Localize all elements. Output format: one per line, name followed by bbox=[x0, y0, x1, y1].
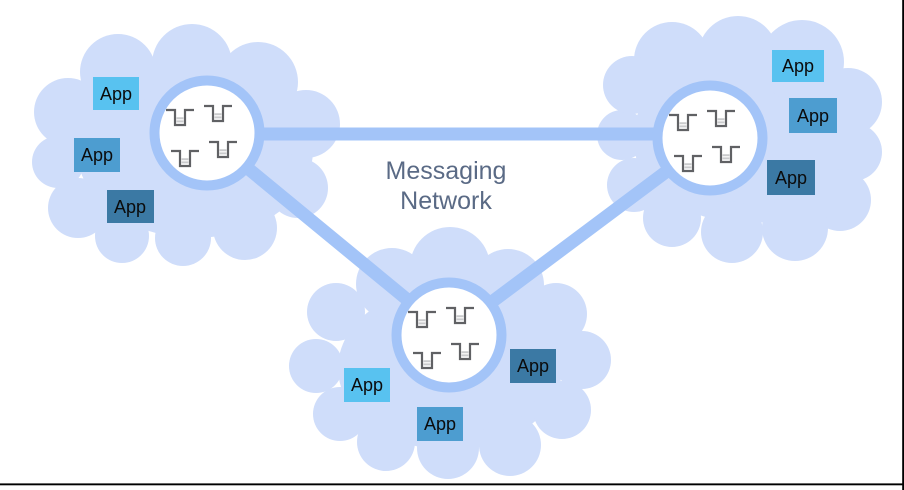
app-box: App bbox=[767, 160, 815, 195]
app-box: App bbox=[510, 349, 556, 383]
app-label: App bbox=[351, 375, 383, 395]
app-label: App bbox=[775, 168, 807, 188]
app-box-rect bbox=[767, 160, 815, 195]
broker-node-bottom bbox=[391, 277, 507, 393]
diagram-title-line1: Messaging bbox=[386, 157, 507, 185]
app-box: App bbox=[417, 407, 463, 441]
app-label: App bbox=[81, 145, 113, 165]
app-box-rect bbox=[510, 349, 556, 383]
app-box-rect bbox=[772, 50, 824, 82]
app-box-rect bbox=[344, 368, 390, 402]
right-border-line bbox=[902, 0, 904, 490]
app-box-rect bbox=[74, 138, 120, 172]
app-box: App bbox=[344, 368, 390, 402]
app-box: App bbox=[107, 190, 154, 223]
app-label: App bbox=[517, 356, 549, 376]
app-box: App bbox=[772, 50, 824, 82]
broker-node-right bbox=[652, 80, 768, 196]
app-box: App bbox=[93, 77, 139, 110]
app-label: App bbox=[100, 84, 132, 104]
bottom-border-line bbox=[0, 483, 904, 486]
app-label: App bbox=[782, 56, 814, 76]
app-box: App bbox=[789, 98, 837, 133]
diagram-title: Messaging Network bbox=[386, 157, 507, 215]
app-label: App bbox=[797, 106, 829, 126]
app-box-rect bbox=[789, 98, 837, 133]
app-box-rect bbox=[93, 77, 139, 110]
diagram-title-line2: Network bbox=[400, 187, 492, 215]
bottom-margin-strip bbox=[0, 485, 904, 490]
app-box-rect bbox=[107, 190, 154, 223]
broker-node-left bbox=[149, 75, 265, 191]
app-box-rect bbox=[417, 407, 463, 441]
app-label: App bbox=[114, 197, 146, 217]
app-label: App bbox=[424, 414, 456, 434]
broker-nodes bbox=[149, 75, 768, 393]
app-box: App bbox=[74, 138, 120, 172]
